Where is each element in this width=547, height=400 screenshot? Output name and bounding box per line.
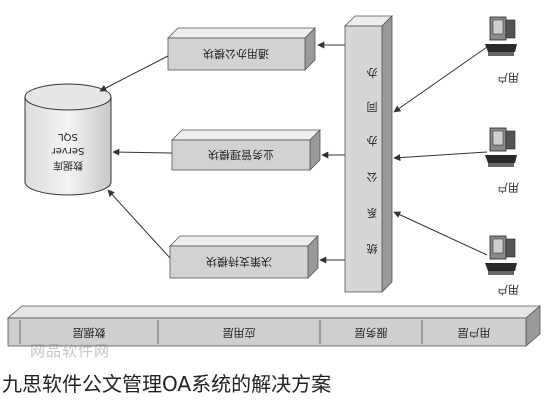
platform-char-5: 系 — [367, 206, 378, 219]
database-label-line-2: Server — [51, 145, 85, 156]
platform-char-6: 统 — [367, 242, 378, 255]
platform-char-4: 公 — [367, 170, 378, 183]
figure-caption: 九思软件公文管理OA系统的解决方案 — [2, 372, 332, 396]
arrow-user-1-to-platform — [393, 46, 488, 113]
user-computer-icon-2 — [485, 127, 517, 167]
platform-char-1: 办 — [367, 66, 378, 79]
module-label-general-office: 通用办公模块 — [203, 47, 269, 60]
layer-label-application: 应用层 — [223, 326, 256, 340]
watermark-text: 网品软件网 — [30, 342, 111, 360]
database-label-line-1: SQL — [58, 131, 78, 142]
user-computer-icon-3 — [485, 235, 517, 275]
arrows-modules-to-database — [99, 55, 173, 259]
layer-label-user: 用户层 — [458, 326, 491, 340]
module-label-decision-support: 决策支持模块 — [206, 255, 272, 269]
user-label-2: 用户 — [497, 181, 519, 195]
database-label-line-3: 数据库 — [53, 159, 83, 172]
module-box-decision-support: 决策支持模块 — [169, 235, 319, 279]
platform-column: 办 同 办 公 系 统 — [344, 15, 393, 293]
layer-label-service: 服务层 — [355, 326, 388, 339]
module-label-business-management: 业务管理模块 — [208, 148, 274, 162]
arrows-platform-to-modules — [317, 41, 345, 264]
arrows-users-to-platform — [393, 46, 488, 256]
arrow-decision-support-to-db — [107, 189, 171, 259]
arrow-user-3-to-platform — [393, 211, 488, 256]
layers-bar: 数据层 应用层 服务层 用户层 — [6, 305, 542, 347]
module-box-business-management: 业务管理模块 — [171, 129, 321, 171]
user-computer-icon-1 — [485, 16, 517, 56]
platform-char-2: 同 — [367, 100, 378, 113]
database-cylinder: SQL Server 数据库 — [24, 83, 112, 196]
user-label-3: 用户 — [497, 283, 519, 297]
arrow-business-management-to-db — [112, 148, 173, 156]
arrow-user-2-to-platform — [393, 151, 488, 162]
platform-char-3: 办 — [367, 134, 378, 147]
arrow-general-office-to-db — [99, 55, 169, 92]
module-box-general-office: 通用办公模块 — [167, 27, 316, 71]
user-label-1: 用户 — [497, 71, 519, 85]
layer-label-data: 数据层 — [73, 326, 106, 340]
